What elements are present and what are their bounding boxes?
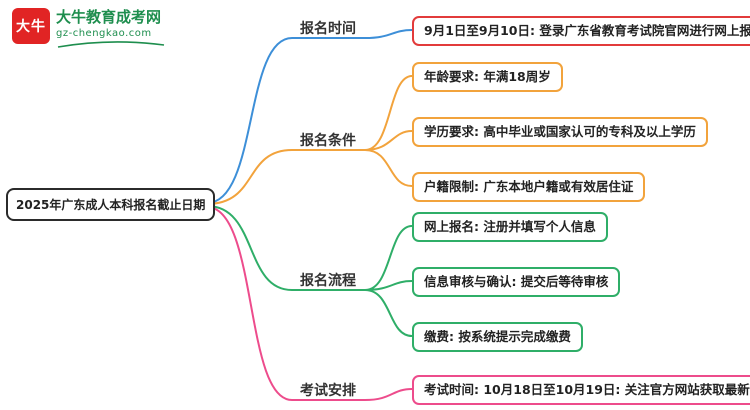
leaf-online-registration: 网上报名: 注册并填写个人信息	[412, 212, 608, 242]
leaf-info-review-confirmation: 信息审核与确认: 提交后等待审核	[412, 267, 621, 297]
site-logo: 大牛 大牛教育成考网 gz-chengkao.com	[12, 8, 166, 49]
leaf-registration-period: 9月1日至9月10日: 登录广东省教育考试院官网进行网上报名	[412, 16, 750, 46]
logo-text-block: 大牛教育成考网 gz-chengkao.com	[56, 8, 166, 49]
leaf-residence-restriction: 户籍限制: 广东本地户籍或有效居住证	[412, 172, 646, 202]
logo-bull-icon: 大牛	[12, 8, 50, 44]
branch3-fork-payment	[364, 289, 413, 337]
logo-site-name: 大牛教育成考网	[56, 8, 162, 26]
branch3-fork-review	[364, 280, 413, 291]
branch3-connector	[206, 205, 366, 291]
leaf-payment: 缴费: 按系统提示完成缴费	[412, 322, 583, 352]
branch2-connector	[206, 149, 366, 205]
central-topic: 2025年广东成人本科报名截止日期	[6, 188, 216, 221]
branch-label-registration-time: 报名时间	[300, 21, 356, 37]
branch2-fork-age	[364, 75, 413, 151]
branch4-connector	[206, 206, 413, 401]
branch-label-registration-conditions: 报名条件	[300, 133, 356, 149]
branch2-fork-residence	[364, 149, 413, 187]
logo-site-url: gz-chengkao.com	[56, 28, 152, 39]
branch-label-registration-process: 报名流程	[300, 273, 356, 289]
leaf-age-requirement: 年龄要求: 年满18周岁	[412, 62, 563, 92]
leaf-education-requirement: 学历要求: 高中毕业或国家认可的专科及以上学历	[412, 117, 708, 147]
branch3-fork-online	[364, 225, 413, 291]
branch2-fork-education	[364, 130, 413, 151]
branch-label-exam-arrangement: 考试安排	[300, 383, 356, 399]
logo-swoosh-icon	[57, 41, 165, 48]
leaf-exam-time: 考试时间: 10月18日至10月19日: 关注官方网站获取最新信息	[412, 375, 750, 405]
branch1-connector	[206, 29, 413, 204]
